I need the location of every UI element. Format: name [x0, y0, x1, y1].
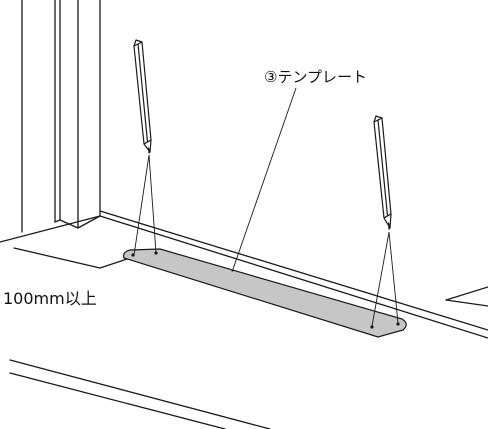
door-frame: [21, 0, 101, 233]
template-strip: [123, 248, 407, 338]
template-label: ③テンプレート: [264, 68, 367, 86]
pencil-right: [373, 115, 392, 230]
floor-lines: [0, 210, 488, 429]
pencil-right-guides: [371, 231, 399, 327]
distance-label: 100mm以上: [3, 289, 97, 308]
pencil-left-guides: [133, 154, 157, 256]
pencil-left: [133, 39, 152, 154]
template-leader-line: [231, 87, 297, 273]
